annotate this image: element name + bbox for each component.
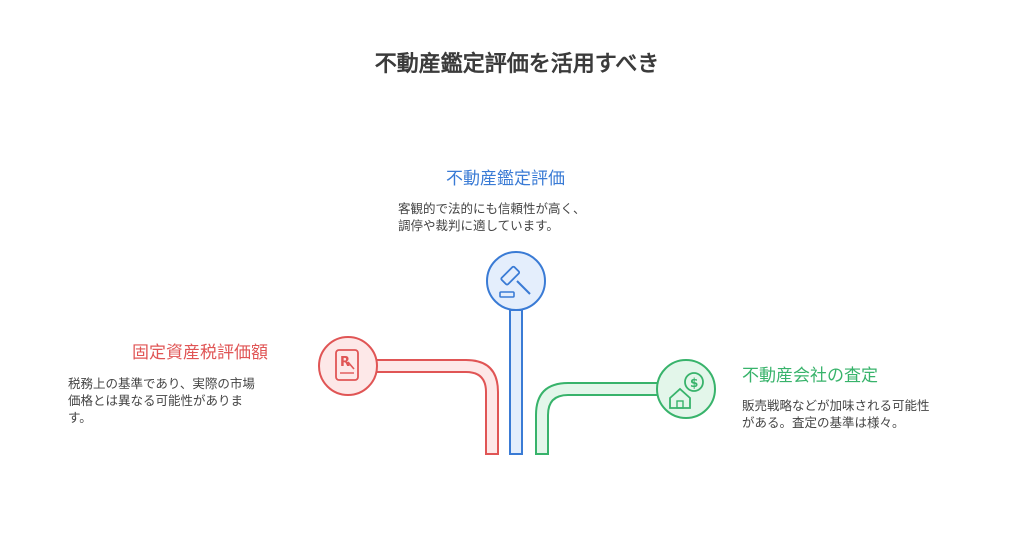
page-title: 不動産鑑定評価を活用すべき xyxy=(374,52,660,77)
center-description: 客観的で法的にも信頼性が高く、 調停や裁判に適しています。 xyxy=(398,200,638,234)
left-connector xyxy=(373,359,499,455)
desc-line: がある。査定の基準は様々。 xyxy=(742,415,905,430)
center-connector xyxy=(509,309,523,455)
gavel-icon xyxy=(486,251,546,311)
right-description: 販売戦略などが加味される可能性 がある。査定の基準は様々。 xyxy=(742,397,982,431)
desc-line: 客観的で法的にも信頼性が高く、 xyxy=(398,201,586,216)
right-connector xyxy=(535,382,661,455)
svg-text:R: R xyxy=(340,355,350,370)
center-heading: 不動産鑑定評価 xyxy=(446,169,565,189)
desc-line: 販売戦略などが加味される可能性 xyxy=(742,398,930,413)
left-heading: 固定資産税評価額 xyxy=(132,343,268,363)
desc-line: す。 xyxy=(68,410,92,425)
desc-line: 調停や裁判に適しています。 xyxy=(398,218,559,233)
desc-line: 税務上の基準であり、実際の市場 xyxy=(68,376,255,391)
prescription-icon: R xyxy=(318,336,378,396)
house-dollar-icon: $ xyxy=(656,359,716,419)
left-description: 税務上の基準であり、実際の市場 価格とは異なる可能性がありま す。 xyxy=(68,375,293,426)
desc-line: 価格とは異なる可能性がありま xyxy=(68,393,244,408)
svg-text:$: $ xyxy=(690,376,698,390)
right-heading: 不動産会社の査定 xyxy=(742,366,878,386)
